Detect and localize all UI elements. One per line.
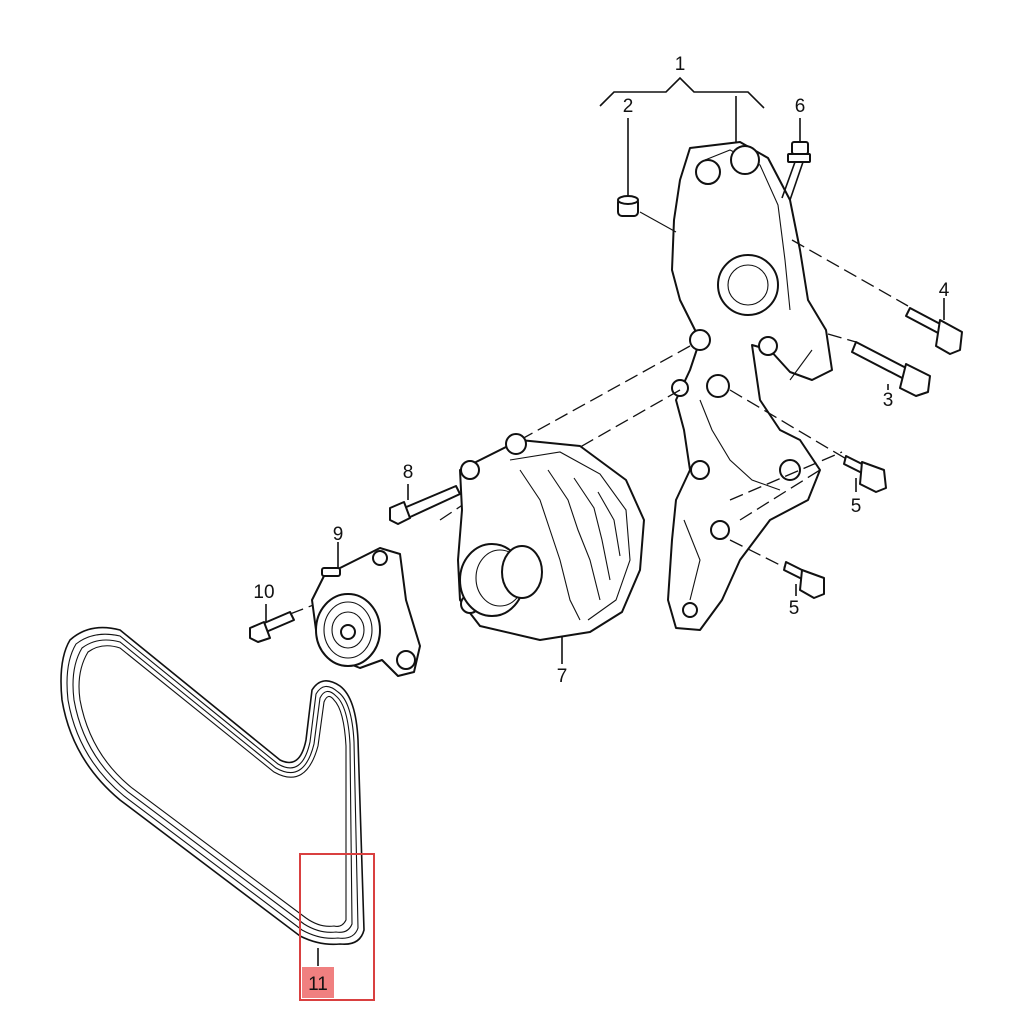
mounting-bracket [667,141,833,631]
sleeve-part-2 [617,118,677,233]
callout-label-1: 1 [675,54,686,75]
tensioner-part-9 [311,542,421,677]
callout-label-11: 11 [308,974,328,995]
callout-label-2: 2 [623,96,634,117]
alignment-lines [289,239,909,615]
highlight-box [299,853,375,1001]
callout-label-6: 6 [795,96,806,117]
callout-label-5-upper: 5 [851,496,862,517]
callout-label-5-lower: 5 [789,598,800,619]
highlight-label-background [302,967,334,998]
callout-label-9: 9 [333,524,344,545]
bolt-part-8 [389,484,461,525]
alternator-part-7 [457,433,645,664]
callout-label-4: 4 [939,280,950,301]
callout-label-7: 7 [557,666,568,687]
bolt-part-5-upper [843,455,887,493]
callout-label-10: 10 [253,582,274,603]
bolt-part-5-lower [783,561,825,599]
stud-part-6 [781,118,811,201]
bolt-part-3 [851,341,931,397]
bolt-part-10 [249,604,295,643]
bolt-part-4 [905,298,963,355]
ribbed-belt-part-11 [60,626,365,966]
callout-label-8: 8 [403,462,414,483]
callout-1-bracket [599,76,765,142]
callout-label-3: 3 [883,390,894,411]
callout-labels: 1 2 3 4 5 5 6 7 8 9 10 11 [253,54,949,995]
